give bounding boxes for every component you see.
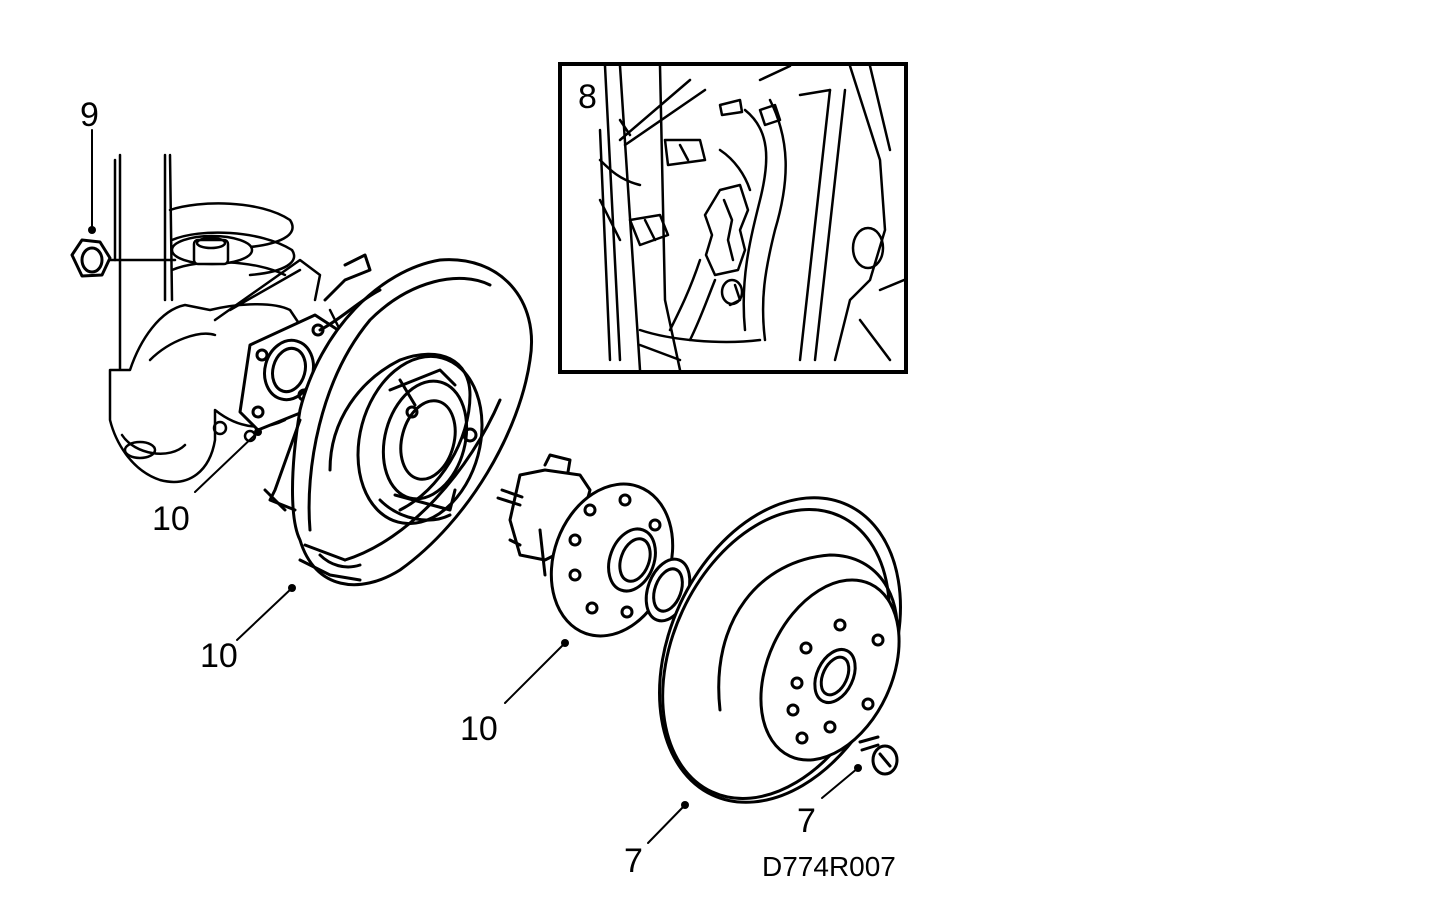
brake-backing-plate <box>263 253 533 587</box>
callout-label-7-disc: 7 <box>624 842 643 880</box>
drawing-code: D774R007 <box>762 851 896 882</box>
brake-disc <box>658 496 902 804</box>
callout-10-gasket: 10 <box>152 428 262 538</box>
callout-label-10-gasket: 10 <box>152 500 190 538</box>
callout-10-backing-plate: 10 <box>200 584 296 675</box>
disc-screw <box>858 735 899 776</box>
callout-label-9: 9 <box>80 96 99 134</box>
callout-9: 9 <box>80 96 99 234</box>
callout-label-10-hub: 10 <box>460 710 498 748</box>
callout-7-screw: 7 <box>797 764 862 840</box>
hex-nut <box>70 238 112 278</box>
inset-label-8: 8 <box>578 78 597 116</box>
callout-label-7-screw: 7 <box>797 802 816 840</box>
wheel-hub <box>496 453 692 638</box>
callout-10-hub: 10 <box>460 639 569 748</box>
callout-7-disc: 7 <box>624 801 689 880</box>
callout-label-10-backing-plate: 10 <box>200 637 238 675</box>
inset-drawing <box>598 66 904 370</box>
inset-detail-panel: 8 <box>558 62 908 374</box>
strut-assembly <box>98 153 296 402</box>
